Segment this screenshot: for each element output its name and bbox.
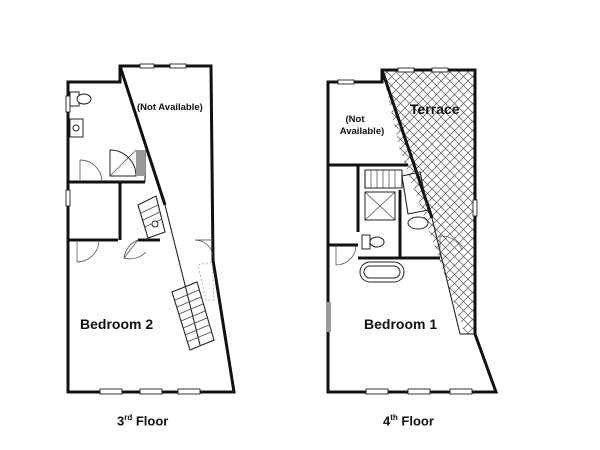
third-floor-suffix: rd (124, 413, 133, 422)
fourth-floor-not-available-line2: Available) (340, 126, 385, 137)
third-floor-number: 3 (117, 413, 125, 429)
fourth-floor-plan (326, 67, 499, 395)
fourth-floor-caption: 4th Floor (383, 413, 434, 428)
third-floor-diagonal-wall (118, 65, 167, 206)
third-floor-word: Floor (135, 413, 169, 429)
third-floor-caption: 3rd Floor (117, 413, 168, 428)
fourth-floor-not-available-line1: (Not (346, 114, 366, 125)
third-floor-plan (65, 63, 236, 395)
fourth-floor-outer-wall (326, 68, 499, 394)
third-floor-not-available-label: (Not Available) (137, 102, 203, 113)
third-floor-outer-wall (66, 64, 236, 394)
fourth-floor-word: Floor (401, 413, 434, 429)
bedroom-2-label: Bedroom 2 (80, 316, 153, 332)
terrace-label: Terrace (410, 101, 460, 117)
bedroom-1-label: Bedroom 1 (364, 316, 437, 332)
fourth-floor-suffix: th (390, 413, 398, 422)
fourth-floor-number: 4 (383, 413, 391, 429)
